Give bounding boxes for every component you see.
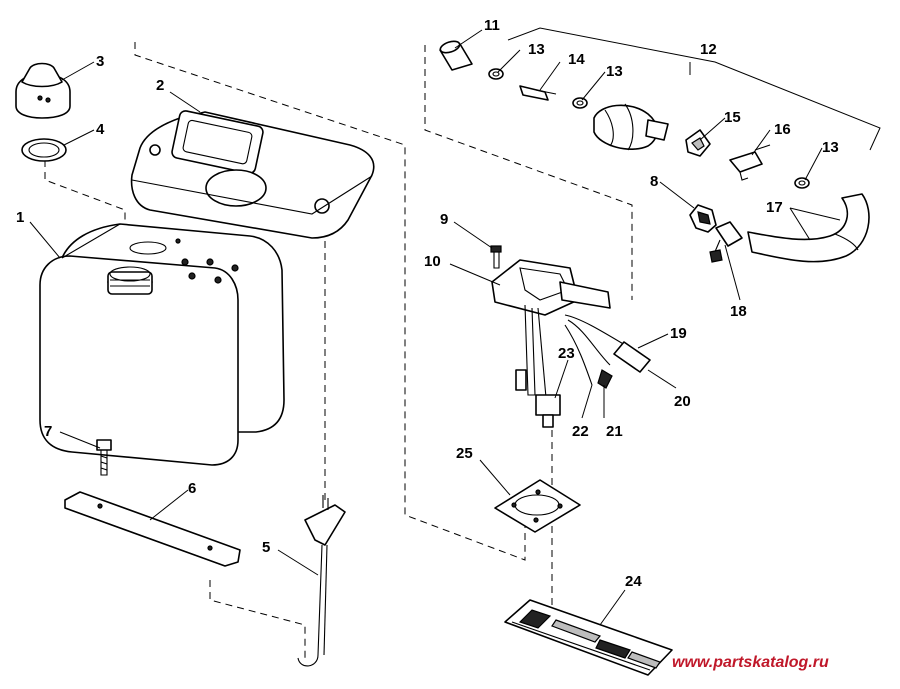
hose-sleeve <box>439 40 473 71</box>
callout-labels: 1 2 3 4 5 6 7 8 9 10 11 12 13 13 13 14 1… <box>16 17 839 590</box>
callout-8: 8 <box>650 173 658 190</box>
fuel-tank <box>39 223 285 466</box>
callout-12: 12 <box>700 41 717 58</box>
callout-24: 24 <box>625 573 642 590</box>
wiring-harness <box>564 314 651 389</box>
callout-22: 22 <box>572 423 589 440</box>
watermark-text: www.partskatalog.ru <box>672 654 829 671</box>
callout-7: 7 <box>44 423 52 440</box>
callout-2: 2 <box>156 77 164 94</box>
callout-16: 16 <box>774 121 791 138</box>
hose-fitting-14 <box>519 85 557 101</box>
connector-16 <box>729 144 771 181</box>
fuel-gauge-rod <box>297 495 346 667</box>
callout-15: 15 <box>724 109 741 126</box>
cap-gasket <box>21 138 67 162</box>
callout-23: 23 <box>558 345 575 362</box>
hose-connector-18 <box>709 221 743 263</box>
fuel-pickup-assembly <box>491 259 611 428</box>
primer-bulb <box>593 103 669 151</box>
callout-13c: 13 <box>822 139 839 156</box>
callout-21: 21 <box>606 423 623 440</box>
callout-9: 9 <box>440 211 448 228</box>
callout-13a: 13 <box>528 41 545 58</box>
fuel-cap <box>15 62 71 119</box>
hose-clip-b <box>572 97 588 109</box>
tank-cover <box>130 110 375 239</box>
callout-18: 18 <box>730 303 747 320</box>
callout-6: 6 <box>188 480 196 497</box>
leader-lines <box>29 27 881 626</box>
screw-9 <box>490 245 502 269</box>
callout-17: 17 <box>766 199 783 216</box>
fuel-hose <box>747 193 870 263</box>
callout-5: 5 <box>262 539 270 556</box>
callout-20: 20 <box>674 393 691 410</box>
decal-plate <box>504 599 673 676</box>
bolt-7 <box>96 439 112 476</box>
mounting-bracket <box>64 491 241 567</box>
callout-19: 19 <box>670 325 687 342</box>
callout-10: 10 <box>424 253 441 270</box>
hose-clip-a <box>488 68 504 80</box>
clamp-8 <box>689 204 717 233</box>
callout-4: 4 <box>96 121 105 138</box>
callout-1: 1 <box>16 209 24 226</box>
pickup-gasket <box>494 479 581 533</box>
callout-25: 25 <box>456 445 473 462</box>
hose-clip-c <box>794 177 810 189</box>
callout-13b: 13 <box>606 63 623 80</box>
callout-11: 11 <box>484 17 500 34</box>
callout-3: 3 <box>96 53 104 70</box>
callout-14: 14 <box>568 51 585 68</box>
